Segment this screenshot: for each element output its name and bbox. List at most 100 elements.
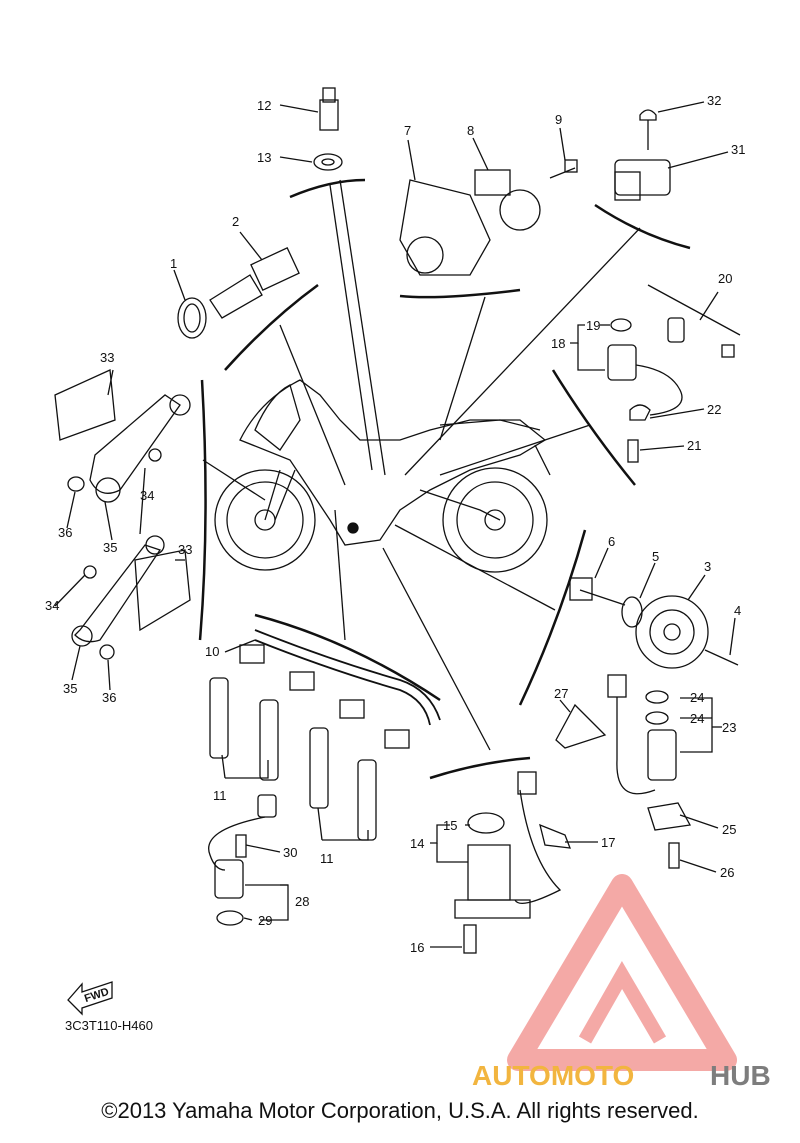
bracket-group-18-19 bbox=[570, 324, 585, 344]
bike-body bbox=[239, 379, 547, 546]
rear-fender bbox=[534, 444, 551, 476]
pointer-line bbox=[439, 424, 591, 476]
bracket-group-11 bbox=[221, 754, 226, 779]
fwd-arrow: FWD bbox=[67, 981, 113, 1016]
sensor-23-lead bbox=[616, 697, 656, 795]
pointer-line bbox=[439, 296, 486, 441]
front-fork bbox=[274, 469, 296, 521]
leader-35 bbox=[71, 645, 81, 681]
part-number-31: 31 bbox=[731, 142, 745, 157]
harness-10 bbox=[254, 629, 441, 721]
connector bbox=[239, 644, 265, 664]
swing-arm bbox=[419, 489, 501, 521]
o-ring-15 bbox=[467, 812, 505, 834]
part-number-34b: 34 bbox=[45, 598, 59, 613]
ignition-coil-11 bbox=[309, 727, 329, 809]
o-ring-29 bbox=[216, 910, 244, 926]
part-number-1: 1 bbox=[170, 256, 177, 271]
sensor-8-plate bbox=[474, 169, 511, 196]
leader-34 bbox=[139, 467, 146, 535]
leader-21 bbox=[639, 445, 685, 451]
leader-1 bbox=[173, 269, 186, 301]
sensor-28 bbox=[214, 859, 244, 899]
rotor-3-hub bbox=[663, 623, 681, 641]
leader-31 bbox=[667, 151, 729, 169]
bracket-group-11 bbox=[317, 807, 323, 841]
seat bbox=[439, 419, 541, 431]
automotohub-watermark: AUTOMOTO HUB bbox=[472, 874, 771, 1091]
part-number-36b: 36 bbox=[102, 690, 116, 705]
nut-34 bbox=[148, 448, 162, 462]
washer-36 bbox=[99, 644, 115, 660]
pointer-line bbox=[339, 179, 386, 476]
rear-hub bbox=[484, 509, 506, 531]
leader-6 bbox=[594, 547, 609, 579]
part-number-8: 8 bbox=[467, 123, 474, 138]
part-number-19: 19 bbox=[586, 318, 600, 333]
pointer-line bbox=[334, 509, 346, 641]
leader-10 bbox=[224, 639, 256, 653]
divider-right-lower bbox=[518, 529, 587, 706]
reflector-33 bbox=[134, 549, 191, 632]
leader-2 bbox=[239, 231, 263, 261]
bracket-35 bbox=[74, 544, 162, 643]
sensor-28-plug bbox=[257, 794, 277, 818]
motorcycle-illustration bbox=[214, 379, 551, 573]
part-number-15: 15 bbox=[443, 818, 457, 833]
sensor-14-flange bbox=[454, 899, 531, 919]
leader-13 bbox=[279, 156, 313, 163]
leader-12 bbox=[279, 104, 319, 113]
bracket-group-14-15 bbox=[430, 824, 450, 844]
watermark-inner-mark bbox=[578, 960, 667, 1044]
leader-7 bbox=[407, 139, 416, 181]
diagram-reference-code: 3C3T110-H460 bbox=[65, 1018, 153, 1033]
part-number-33: 33 bbox=[100, 350, 114, 365]
gasket-1 bbox=[177, 297, 207, 339]
screw-9 bbox=[549, 167, 576, 179]
watermark-brand-second: HUB bbox=[710, 1060, 771, 1091]
bolt-26 bbox=[668, 842, 680, 869]
watermark-brand-first: AUTOMOTO bbox=[472, 1060, 634, 1091]
bracket-group-14-15 bbox=[436, 843, 468, 863]
part-number-22: 22 bbox=[707, 402, 721, 417]
rear-rim bbox=[456, 481, 534, 559]
part-number-20: 20 bbox=[718, 271, 732, 286]
part-number-4: 4 bbox=[734, 603, 741, 618]
part-number-17: 17 bbox=[601, 835, 615, 850]
part-number-28: 28 bbox=[295, 894, 309, 909]
part-number-2: 2 bbox=[232, 214, 239, 229]
bracket-group-18-19 bbox=[577, 343, 605, 371]
part-number-29: 29 bbox=[258, 913, 272, 928]
part-number-11: 11 bbox=[213, 788, 227, 803]
front-fork bbox=[264, 469, 281, 521]
bracket-group-23-24 bbox=[680, 697, 713, 753]
front-wheel bbox=[214, 469, 316, 571]
part-number-32: 32 bbox=[707, 93, 721, 108]
part-number-14: 14 bbox=[410, 836, 424, 851]
temp-sensor-2-connector bbox=[250, 246, 300, 292]
sensor-14 bbox=[467, 844, 511, 901]
o-ring-24 bbox=[645, 711, 669, 725]
sensor-18-lead bbox=[635, 364, 683, 416]
watermark-triangle-icon bbox=[507, 874, 737, 1071]
pointer-line bbox=[382, 547, 491, 751]
bolt-30 bbox=[235, 834, 247, 858]
leader-32 bbox=[657, 101, 705, 113]
front-brake-disc bbox=[226, 481, 304, 559]
clamp-22 bbox=[629, 404, 651, 421]
part-number-34: 34 bbox=[140, 488, 154, 503]
divider-top-center bbox=[399, 288, 521, 299]
bolt-21 bbox=[627, 439, 639, 463]
leader-25 bbox=[679, 814, 719, 829]
leader-8 bbox=[472, 137, 489, 171]
part-number-23: 23 bbox=[722, 720, 736, 735]
divider-lower-left bbox=[254, 613, 441, 702]
connector bbox=[339, 699, 365, 719]
sensor-18-connector bbox=[667, 317, 685, 343]
temp-sensor-2 bbox=[209, 274, 263, 319]
rear-wheel bbox=[442, 467, 548, 573]
sensor-bracket-7 bbox=[399, 179, 491, 276]
part-number-24: 24 bbox=[690, 690, 704, 705]
part-number-35b: 35 bbox=[63, 681, 77, 696]
divider-top-left bbox=[289, 178, 366, 199]
